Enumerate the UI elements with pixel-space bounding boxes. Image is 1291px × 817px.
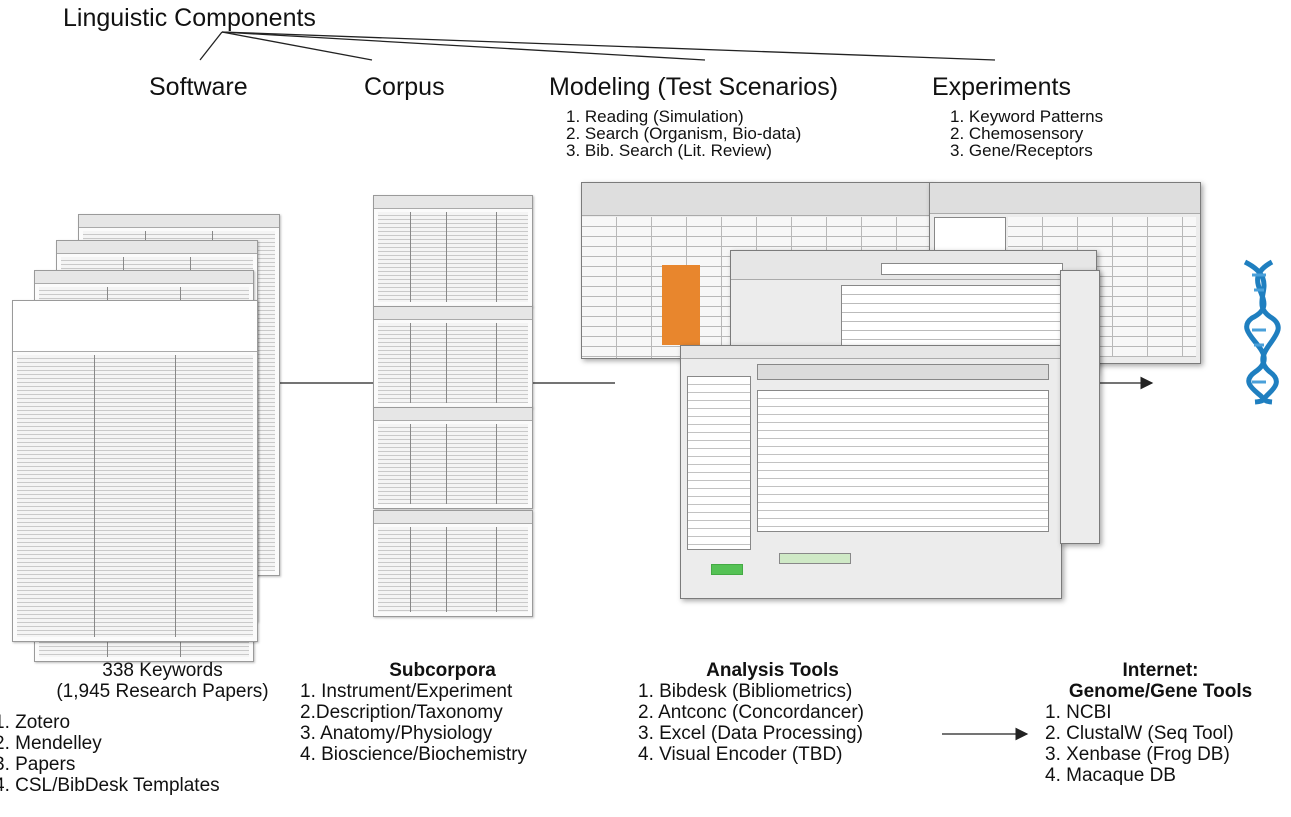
tree-line-corpus: [221, 31, 373, 61]
heading-software: Software: [149, 73, 248, 101]
caption-corpus-heading: Subcorpora: [389, 660, 496, 681]
list-item: 2. Chemosensory: [950, 124, 1084, 143]
screenshot-thumbnail: [373, 306, 533, 408]
list-item: 1. Instrument/Experiment: [300, 681, 513, 702]
caption-line: 338 Keywords: [102, 660, 223, 681]
diagram-title: Linguistic Components: [63, 4, 316, 32]
heading-modeling: Modeling (Test Scenarios): [549, 73, 839, 101]
caption-line: (1,945 Research Papers): [56, 681, 269, 702]
antconc-screenshot: [680, 345, 1062, 599]
modeling-list: 1. Reading (Simulation) 2. Search (Organ…: [566, 108, 801, 159]
screenshot-sidebar: [1060, 270, 1100, 544]
screenshot-thumbnail: [12, 300, 258, 642]
internet-tools-list: 1. NCBI 2. ClustalW (Seq Tool) 3. Xenbas…: [1045, 702, 1234, 786]
tree-line-experiments: [221, 31, 996, 61]
list-item: 3. Excel (Data Processing): [638, 723, 863, 744]
screenshot-thumbnail: [373, 510, 533, 617]
list-item: 2. Search (Organism, Bio-data): [566, 124, 802, 143]
list-item: 1. Bibdesk (Bibliometrics): [638, 681, 853, 702]
tree-line-software: [199, 31, 223, 61]
list-item: 1. Zotero: [0, 712, 71, 733]
subcorpora-list: 1. Instrument/Experiment 2.Description/T…: [300, 681, 527, 765]
list-item: 3. Gene/Receptors: [950, 141, 1093, 160]
list-item: 3. Anatomy/Physiology: [300, 723, 493, 744]
list-item: 4. Visual Encoder (TBD): [638, 744, 843, 765]
software-tools-list: 1. Zotero 2. Mendelley 3. Papers 4. CSL/…: [0, 712, 220, 796]
analysis-tools-list: 1. Bibdesk (Bibliometrics) 2. Antconc (C…: [638, 681, 864, 765]
caption-line: Genome/Gene Tools: [1068, 681, 1253, 702]
experiments-list: 1. Keyword Patterns 2. Chemosensory 3. G…: [950, 108, 1103, 159]
list-item: 1. Reading (Simulation): [566, 107, 744, 126]
list-item: 2. Antconc (Concordancer): [638, 702, 865, 723]
list-item: 1. NCBI: [1045, 702, 1112, 723]
caption-analysis-heading: Analysis Tools: [706, 660, 839, 681]
caption-internet-heading: Internet: Genome/Gene Tools: [1030, 660, 1291, 702]
list-item: 3. Bib. Search (Lit. Review): [566, 141, 772, 160]
tree-line-modeling: [221, 31, 706, 61]
list-item: 2. ClustalW (Seq Tool): [1045, 723, 1234, 744]
list-item: 2.Description/Taxonomy: [300, 702, 503, 723]
screenshot-thumbnail: [373, 407, 533, 509]
caption-line: Internet:: [1122, 660, 1199, 681]
screenshot-thumbnail: [373, 195, 533, 307]
heading-corpus: Corpus: [364, 73, 445, 101]
caption-software: 338 Keywords (1,945 Research Papers): [30, 660, 295, 702]
list-item: 2. Mendelley: [0, 733, 102, 754]
list-item: 4. Bioscience/Biochemistry: [300, 744, 528, 765]
list-item: 4. Macaque DB: [1045, 765, 1176, 786]
list-item: 3. Papers: [0, 754, 76, 775]
list-item: 1. Keyword Patterns: [950, 107, 1104, 126]
list-item: 3. Xenbase (Frog DB): [1045, 744, 1230, 765]
list-item: 4. CSL/BibDesk Templates: [0, 775, 220, 796]
heading-experiments: Experiments: [932, 73, 1071, 101]
